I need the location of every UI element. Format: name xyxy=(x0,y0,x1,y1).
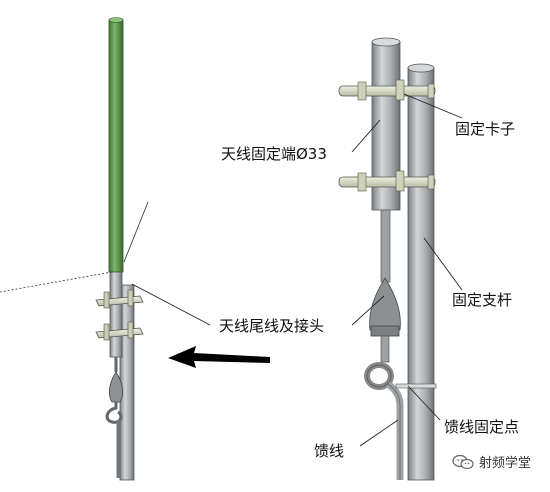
leader-fixing-pole xyxy=(423,237,463,291)
leader-mount-end xyxy=(351,119,381,153)
antenna-radome xyxy=(108,19,124,273)
left-antenna-mount xyxy=(109,271,123,358)
left-assembly xyxy=(0,17,149,481)
left-pointer-line xyxy=(123,201,149,263)
leader-tail-to-right xyxy=(351,295,385,326)
watermark: 射频学堂 xyxy=(452,452,531,471)
label-antenna-mount-end: 天线固定端Ø33 xyxy=(221,145,327,163)
fixing-clamp-lower xyxy=(338,170,436,192)
leader-feeder-fixing-point xyxy=(407,385,441,421)
leader-tail-to-left xyxy=(131,283,211,326)
connector xyxy=(369,277,401,331)
feeder-loop xyxy=(364,362,394,390)
label-fixing-pole: 固定支杆 xyxy=(452,291,513,309)
fixing-clamp-upper xyxy=(338,79,436,101)
label-feeder: 馈线 xyxy=(314,442,345,460)
wechat-icon xyxy=(452,454,474,469)
direction-arrow xyxy=(168,346,270,368)
leader-fixing-clamp xyxy=(403,93,463,119)
label-antenna-tail-and-connector: 天线尾线及接头 xyxy=(219,317,325,335)
leader-feeder xyxy=(359,419,399,447)
feeder-cable xyxy=(385,381,404,480)
left-feeder-loop xyxy=(105,402,123,424)
fixing-pole xyxy=(407,67,435,481)
cable-tie xyxy=(395,383,437,389)
label-feeder-fixing-point: 馈线固定点 xyxy=(444,418,520,436)
left-clamp-upper xyxy=(95,289,144,309)
right-assembly xyxy=(338,37,437,481)
leader-lines xyxy=(131,93,463,447)
label-fixing-clamp: 固定卡子 xyxy=(455,120,516,138)
watermark-text: 射频学堂 xyxy=(479,456,532,471)
left-clamp-lower xyxy=(95,321,144,341)
dashed-guide-line xyxy=(0,271,113,293)
tail-cable xyxy=(380,209,391,283)
